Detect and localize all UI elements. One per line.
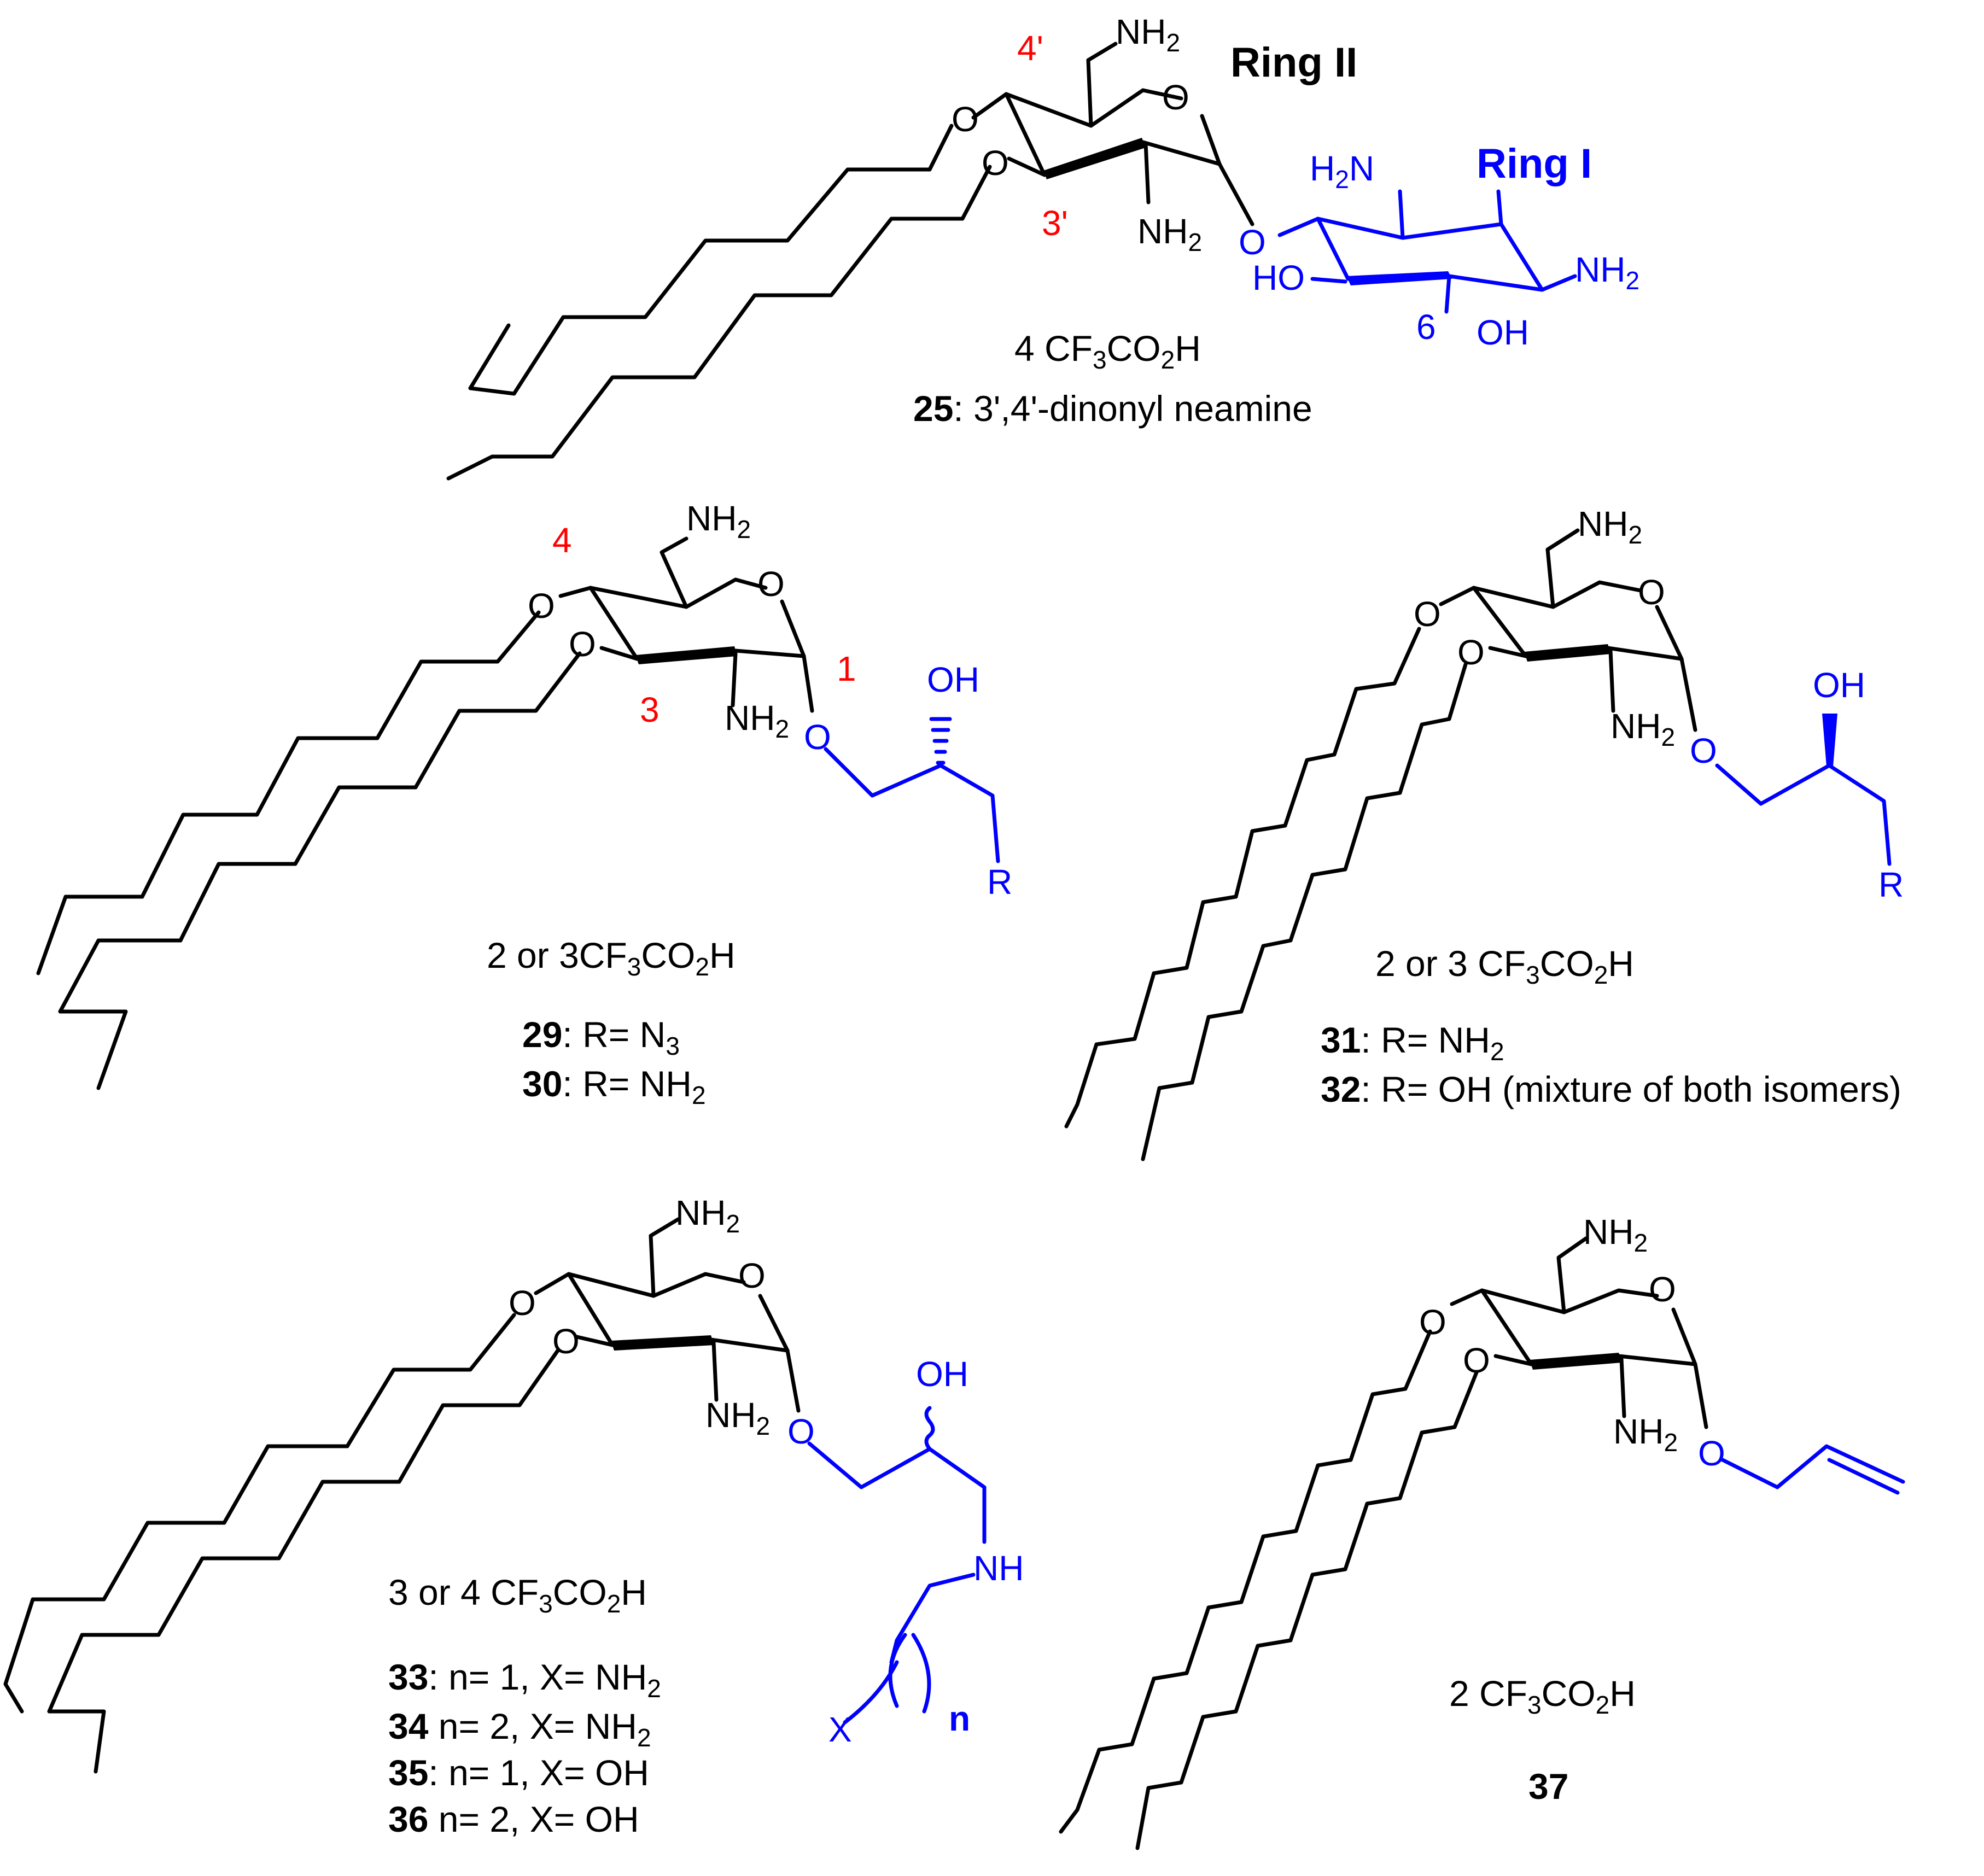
atom-label-o: O bbox=[982, 143, 1009, 183]
atom-label-o: O bbox=[509, 1283, 536, 1323]
side-chain-29-30 bbox=[824, 717, 1000, 863]
position-label-3prime: 3' bbox=[1042, 203, 1068, 243]
side-chain-31-32 bbox=[1715, 714, 1892, 866]
sugar-ring-29-30 bbox=[558, 536, 814, 713]
repeat-index-n: n bbox=[949, 1699, 970, 1738]
compound-def-31: 31: R= NH2 bbox=[1321, 1020, 1504, 1066]
position-label-1: 1 bbox=[837, 649, 856, 688]
ring-ii-sugar bbox=[971, 42, 1254, 226]
compound-def-32: 32: R= OH (mixture of both isomers) bbox=[1321, 1069, 1901, 1109]
atom-label-nh2: NH2 bbox=[686, 499, 751, 543]
atom-label-h2n: H2N bbox=[1310, 149, 1374, 194]
atom-label-nh2: NH2 bbox=[1613, 1412, 1678, 1457]
alkyl-chains-31-32 bbox=[1064, 627, 1468, 1161]
atom-label-r: R bbox=[987, 862, 1012, 902]
atom-label-oh: OH bbox=[1813, 665, 1865, 705]
structure-33-36: NH2 O O O NH2 O OH NH X n 3 or 4 CF3CO2H… bbox=[3, 1193, 1024, 1839]
compound-def-33: 33: n= 1, X= NH2 bbox=[388, 1657, 661, 1703]
atom-label-o: O bbox=[787, 1412, 815, 1451]
side-chain-33-36 bbox=[807, 1406, 987, 1725]
compound-id-37: 37 bbox=[1528, 1766, 1568, 1807]
atom-label-o: O bbox=[1414, 594, 1441, 634]
atom-label-o: O bbox=[1463, 1341, 1490, 1380]
atom-labels-33-36: NH2 O O O NH2 O OH NH X n bbox=[509, 1193, 1024, 1749]
compound-name-25: 25: 3',4'-dinonyl neamine bbox=[913, 388, 1312, 429]
atom-label-nh2: NH2 bbox=[1610, 706, 1675, 751]
atom-labels-29-30: NH2 O O O NH2 O OH R 4 3 1 bbox=[528, 499, 1012, 902]
hashed-wedge bbox=[929, 717, 952, 765]
compound-def-36: 36 n= 2, X= OH bbox=[388, 1799, 639, 1839]
ring-ii-label: Ring II bbox=[1230, 39, 1357, 86]
sugar-ring-37 bbox=[1450, 1236, 1708, 1429]
alkyl-chains-29-30 bbox=[36, 610, 582, 1090]
atom-label-nh2: NH2 bbox=[705, 1395, 770, 1440]
ring-i-cyclohexane bbox=[1277, 189, 1577, 314]
repeat-unit-brackets bbox=[843, 1660, 899, 1725]
atom-label-oh: OH bbox=[916, 1354, 968, 1394]
atom-label-o: O bbox=[552, 1322, 580, 1361]
ring-i-label: Ring I bbox=[1477, 141, 1592, 187]
structure-37: NH2 O O O NH2 O 2 CF3CO2H 37 bbox=[1059, 1212, 1905, 1850]
atom-label-o: O bbox=[1457, 633, 1485, 672]
structure-29-30: NH2 O O O NH2 O OH R 4 3 1 2 or 3CF3CO2H… bbox=[36, 499, 1012, 1109]
atom-label-o: O bbox=[1690, 731, 1717, 770]
structure-25-atom-labels: NH2 O O O NH2 O H2N NH2 HO OH 4' 3' 6 Ri… bbox=[952, 12, 1639, 352]
position-label-6: 6 bbox=[1416, 307, 1436, 347]
atom-label-o: O bbox=[1698, 1434, 1725, 1473]
atom-label-nh2: NH2 bbox=[1575, 250, 1639, 295]
ring-oxygen: O bbox=[757, 564, 785, 604]
atom-label-o: O bbox=[528, 586, 555, 626]
structure-31-32: NH2 O O O NH2 O OH R 2 or 3 CF3CO2H 31: … bbox=[1064, 504, 1904, 1161]
salt-label-37: 2 CF3CO2H bbox=[1449, 1673, 1636, 1719]
atom-label-o: O bbox=[1419, 1302, 1446, 1342]
atom-label-nh2: NH2 bbox=[1583, 1212, 1648, 1257]
ring-oxygen: O bbox=[738, 1256, 766, 1295]
atom-label-o: O bbox=[1239, 223, 1266, 262]
atom-label-o: O bbox=[804, 717, 831, 757]
atom-labels-31-32: NH2 O O O NH2 O OH R bbox=[1414, 504, 1904, 904]
compound-def-29: 29: R= N3 bbox=[522, 1014, 680, 1060]
salt-label-31-32: 2 or 3 CF3CO2H bbox=[1375, 943, 1634, 989]
atom-label-nh2: NH2 bbox=[1578, 504, 1642, 549]
alkyl-chains-33-36 bbox=[3, 1313, 560, 1774]
position-label-3: 3 bbox=[640, 690, 660, 729]
atom-label-oh: OH bbox=[927, 660, 979, 699]
alkyl-chains-37 bbox=[1059, 1329, 1479, 1850]
atom-label-o: O bbox=[952, 100, 979, 139]
structure-25: NH2 O O O NH2 O H2N NH2 HO OH 4' 3' 6 Ri… bbox=[446, 12, 1639, 481]
atom-label-nh2: NH2 bbox=[725, 698, 789, 743]
atom-label-nh2: NH2 bbox=[675, 1193, 740, 1238]
sugar-ring-33-36 bbox=[534, 1217, 801, 1413]
atom-label-oh: OH bbox=[1477, 313, 1529, 352]
position-label-4prime: 4' bbox=[1017, 28, 1043, 68]
salt-label-25: 4 CF3CO2H bbox=[1014, 328, 1201, 374]
allyl-group-37 bbox=[1720, 1444, 1905, 1495]
ring-oxygen: O bbox=[1638, 572, 1665, 612]
bold-wedge bbox=[1822, 714, 1837, 767]
atom-label-r: R bbox=[1878, 865, 1904, 904]
atom-label-o: O bbox=[569, 624, 596, 664]
sugar-ring-31-32 bbox=[1439, 528, 1697, 732]
salt-label-33-36: 3 or 4 CF3CO2H bbox=[388, 1572, 647, 1618]
position-label-4: 4 bbox=[552, 521, 572, 560]
atom-labels-37: NH2 O O O NH2 O bbox=[1419, 1212, 1725, 1473]
salt-label-29-30: 2 or 3CF3CO2H bbox=[487, 935, 736, 981]
atom-label-nh: NH bbox=[973, 1548, 1024, 1588]
atom-label-ho: HO bbox=[1252, 258, 1305, 297]
ring-oxygen: O bbox=[1162, 78, 1189, 117]
ring-oxygen: O bbox=[1649, 1270, 1676, 1309]
ring-ii-nonyl-chains bbox=[446, 124, 992, 481]
compound-def-35: 35: n= 1, X= OH bbox=[388, 1752, 649, 1793]
atom-label-nh2: NH2 bbox=[1137, 212, 1202, 256]
compound-def-30: 30: R= NH2 bbox=[522, 1063, 706, 1109]
compound-def-34: 34 n= 2, X= NH2 bbox=[388, 1706, 651, 1752]
atom-label-nh2: NH2 bbox=[1116, 12, 1180, 57]
atom-label-x: X bbox=[828, 1710, 852, 1749]
wavy-bond bbox=[924, 1406, 935, 1451]
